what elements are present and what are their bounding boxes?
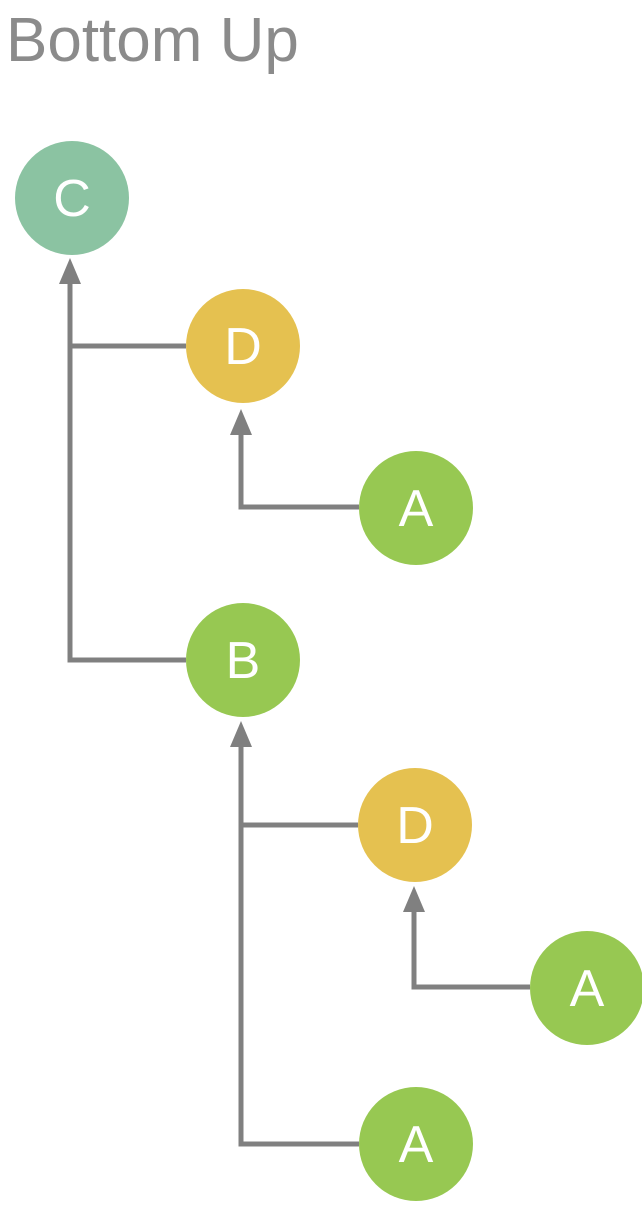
node-a1: A	[359, 451, 473, 565]
node-d1-circle	[186, 289, 300, 403]
node-a2-circle	[530, 931, 642, 1045]
node-d2-label: D	[396, 797, 434, 855]
edge-a1-to-d1-line	[238, 433, 359, 510]
edge-to-d1-arrowhead-icon	[230, 409, 252, 435]
edge-to-d2-arrowhead-icon	[403, 886, 425, 912]
node-c: C	[15, 141, 129, 255]
node-a2-label: A	[570, 960, 605, 1018]
edge-d2-a3-to-b-line	[238, 745, 359, 1147]
node-a3-circle	[359, 1087, 473, 1201]
edge-d1-b-to-c-line	[67, 282, 186, 663]
node-a2: A	[530, 931, 642, 1045]
node-b: B	[186, 603, 300, 717]
node-b-circle	[186, 603, 300, 717]
edge-to-b-arrowhead-icon	[230, 721, 252, 747]
node-b-label: B	[226, 632, 261, 690]
node-a1-label: A	[399, 480, 434, 538]
node-d1: D	[186, 289, 300, 403]
node-d2-circle	[358, 768, 472, 882]
node-c-label: C	[53, 170, 91, 228]
node-a3: A	[359, 1087, 473, 1201]
node-a1-circle	[359, 451, 473, 565]
edge-a2-to-d2-line	[411, 909, 530, 990]
node-d2: D	[358, 768, 472, 882]
node-group: C D A B D A	[15, 141, 642, 1201]
node-d1-label: D	[224, 318, 262, 376]
page-title: Bottom Up	[6, 6, 299, 75]
node-a3-label: A	[399, 1116, 434, 1174]
edge-to-c-arrowhead-icon	[59, 258, 81, 284]
edge-group	[59, 258, 530, 1147]
node-c-circle	[15, 141, 129, 255]
